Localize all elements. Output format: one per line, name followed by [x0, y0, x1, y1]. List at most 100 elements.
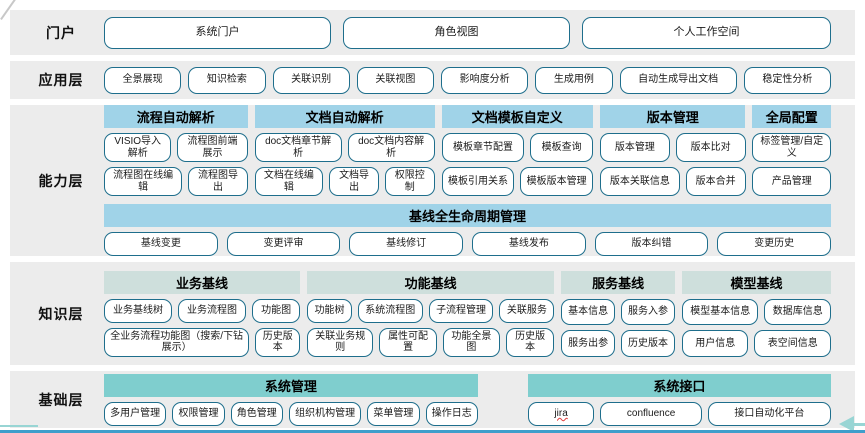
pill-button[interactable]: doc文档内容解析	[347, 133, 435, 162]
pill-button[interactable]: 用户信息	[681, 330, 749, 357]
pill-label: 自动生成导出文档	[638, 74, 719, 86]
pill-button[interactable]: 功能图	[252, 298, 301, 323]
pill-button[interactable]: 系统流程图	[357, 298, 423, 323]
pill-button[interactable]: 文档导出	[329, 167, 379, 196]
pill-button[interactable]: 业务基线树	[104, 298, 173, 323]
pill-button[interactable]: 文档在线编辑	[254, 167, 324, 196]
pill-button[interactable]: 流程图前端展示	[177, 133, 248, 162]
layer-label-knowledge: 知识层	[38, 305, 84, 322]
pill-button[interactable]: 基本信息	[561, 298, 616, 325]
pill-button[interactable]: 子流程管理	[428, 298, 494, 323]
pill-button[interactable]: 功能全景图	[442, 327, 500, 357]
pill-button[interactable]: 历史版本	[621, 330, 675, 357]
pill-button[interactable]: 表空间信息	[754, 330, 832, 357]
pill-button[interactable]: 全业务流程功能图（搜索/下钻展示）	[104, 327, 250, 357]
pill-button[interactable]: 产品管理	[752, 167, 831, 196]
pill-button[interactable]: 服务入参	[621, 298, 675, 325]
pill-button[interactable]: 基线变更	[104, 232, 218, 256]
group-header: 业务基线	[104, 270, 301, 294]
pill-label: 功能全景图	[451, 330, 492, 354]
pill-button[interactable]: 模板查询	[530, 133, 593, 162]
pill-button[interactable]: 关联业务规则	[307, 327, 374, 357]
group-header: 文档自动解析	[254, 105, 435, 128]
pill-button[interactable]: 模型基本信息	[681, 298, 759, 325]
pill-button[interactable]: 流程图导出	[188, 167, 248, 196]
pill-button[interactable]: 变更评审	[226, 232, 341, 256]
pill-button[interactable]: 影响度分析	[441, 66, 529, 94]
pill-label: 模型基本信息	[690, 306, 751, 317]
pill-button[interactable]: 接口自动化平台	[707, 401, 831, 426]
pill-label: 模板查询	[541, 141, 582, 153]
pill-button[interactable]: 权限管理	[172, 401, 225, 426]
pill-button[interactable]: 关联视图	[356, 66, 434, 94]
pill-button[interactable]: 版本纠错	[594, 232, 709, 256]
pill-button[interactable]: 基线修订	[349, 232, 464, 256]
pill-button[interactable]: 版本比对	[675, 133, 746, 162]
pill-button[interactable]: 系统门户	[104, 16, 331, 49]
pill-button[interactable]: doc文档章节解析	[254, 133, 342, 162]
pill-button[interactable]: 权限控制	[384, 167, 435, 196]
pill-button[interactable]: 历史版本	[255, 327, 301, 357]
pill-button[interactable]: 历史版本	[505, 327, 555, 357]
pill-row: 业务基线树业务流程图功能图	[104, 298, 301, 323]
pill-button[interactable]: 模板引用关系	[441, 167, 515, 196]
pill-button[interactable]: 功能树	[307, 298, 352, 323]
pill-button[interactable]: 稳定性分析	[743, 66, 831, 94]
pill-button[interactable]: 流程图在线编辑	[104, 167, 183, 196]
pill-button[interactable]: 版本关联信息	[599, 167, 680, 196]
arrow-tail	[854, 422, 865, 426]
group-version-management: 版本管理版本管理版本比对版本关联信息版本合并	[599, 105, 746, 196]
pill-button[interactable]: 服务出参	[561, 330, 616, 357]
pill-label: 版本比对	[690, 141, 731, 153]
pill-button[interactable]: 版本管理	[599, 133, 670, 162]
pill-button[interactable]: 角色管理	[230, 401, 283, 426]
pill-button[interactable]: 版本合并	[685, 167, 746, 196]
group-business-baseline: 业务基线业务基线树业务流程图功能图全业务流程功能图（搜索/下钻展示）历史版本	[104, 270, 301, 357]
pill-label: 个人工作空间	[673, 26, 740, 39]
group-header: 版本管理	[599, 105, 746, 128]
pill-button[interactable]: 菜单管理	[367, 401, 420, 426]
pill-label: 标签管理/自定义	[760, 136, 824, 159]
pill-label: 生成用例	[553, 74, 594, 86]
pill-button[interactable]: 个人工作空间	[582, 16, 831, 49]
pill-button[interactable]: 属性可配置	[379, 327, 437, 357]
pill-label: 关联服务	[506, 304, 547, 316]
pill-button[interactable]: 多用户管理	[104, 401, 167, 426]
pill-row: 标签管理/自定义	[752, 133, 831, 162]
pill-button[interactable]: 关联服务	[499, 298, 555, 323]
pill-button[interactable]: 标签管理/自定义	[752, 133, 831, 162]
pill-label: 文档导出	[339, 170, 370, 193]
pill-button[interactable]: 操作日志	[425, 401, 478, 426]
pill-button[interactable]: 全景展现	[104, 66, 182, 94]
pill-button[interactable]: VISIO导入解析	[104, 133, 172, 162]
pill-label: 功能树	[314, 304, 345, 316]
group-global-config: 全局配置标签管理/自定义产品管理	[752, 105, 831, 196]
pill-button[interactable]: 组织机构管理	[288, 401, 362, 426]
pill-button[interactable]: 数据库信息	[764, 298, 832, 325]
bottom-blue-rule	[0, 430, 865, 433]
pill-button[interactable]: 模板版本管理	[520, 167, 593, 196]
pill-row: 版本管理 版本比对	[599, 133, 746, 162]
pill-row: 基本信息服务入参	[561, 298, 675, 325]
pill-button[interactable]: 角色视图	[343, 16, 570, 49]
layer-label-application: 应用层	[38, 72, 84, 88]
pill-row: 用户信息表空间信息	[681, 330, 832, 357]
pill-button[interactable]: 生成用例	[535, 66, 613, 94]
pill-button[interactable]: 变更历史	[717, 232, 832, 256]
layer-label-capability: 能力层	[38, 172, 84, 189]
pill-button[interactable]: 模板章节配置	[441, 133, 525, 162]
pill-label: 版本管理	[614, 141, 655, 153]
pill-label: 历史版本	[262, 330, 293, 354]
pill-button[interactable]: 基线发布	[472, 232, 586, 256]
pill-button[interactable]: 关联识别	[272, 66, 350, 94]
pill-button[interactable]: 自动生成导出文档	[619, 66, 737, 94]
pill-button[interactable]: 业务流程图	[178, 298, 247, 323]
pill-button[interactable]: jira	[527, 401, 595, 426]
pill-button[interactable]: 知识检索	[188, 66, 266, 94]
pill-button[interactable]: confluence	[600, 401, 702, 426]
